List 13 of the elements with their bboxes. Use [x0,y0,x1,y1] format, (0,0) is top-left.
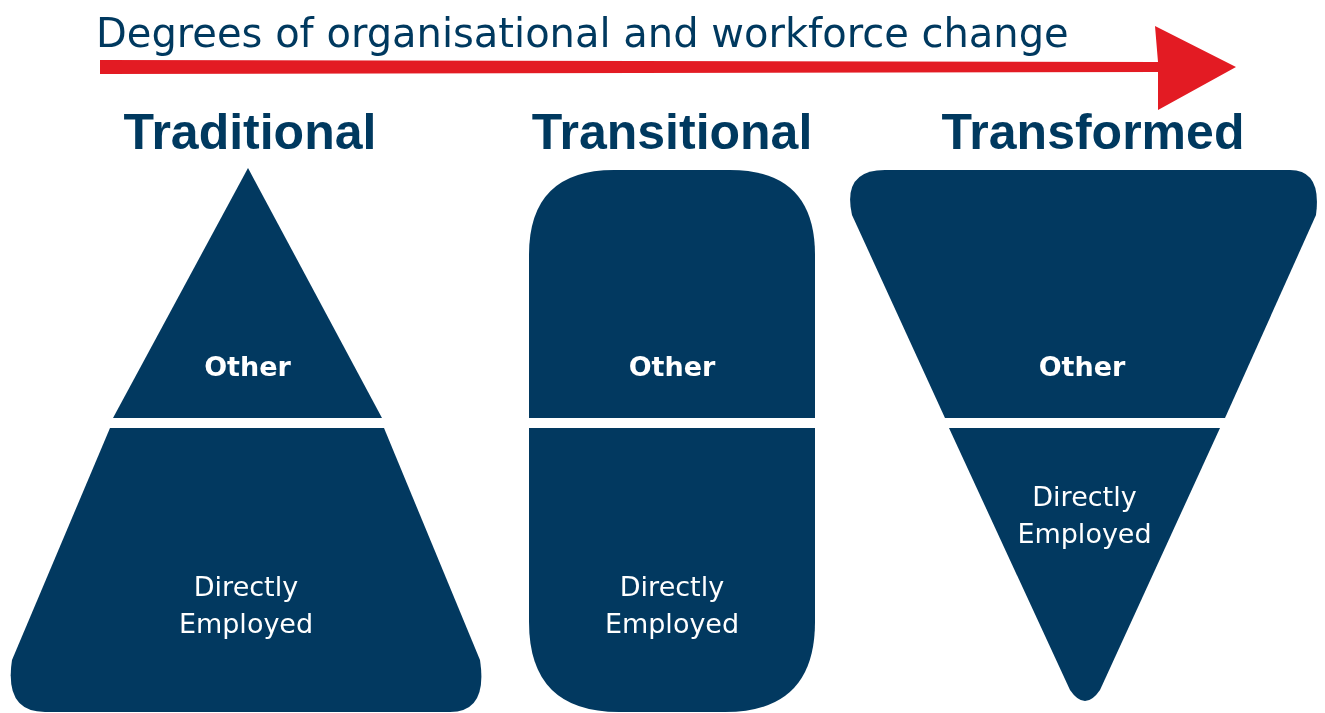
shape-segment [529,428,815,712]
shape-heading: Traditional [123,104,377,160]
shape-heading: Transformed [941,104,1245,160]
segment-label: Directly Employed [177,570,315,641]
segment-label: Directly Employed [603,570,741,641]
segment-label: Other [1038,350,1126,384]
shape-heading: Transitional [531,104,813,160]
shape-segment [529,170,815,418]
segment-label: Directly Employed [1016,480,1153,551]
segment-label: Other [204,350,291,384]
heading: Degrees of organisational and workforce change [96,9,1069,58]
segment-label: Other [628,350,716,384]
shape-segment [113,168,382,418]
